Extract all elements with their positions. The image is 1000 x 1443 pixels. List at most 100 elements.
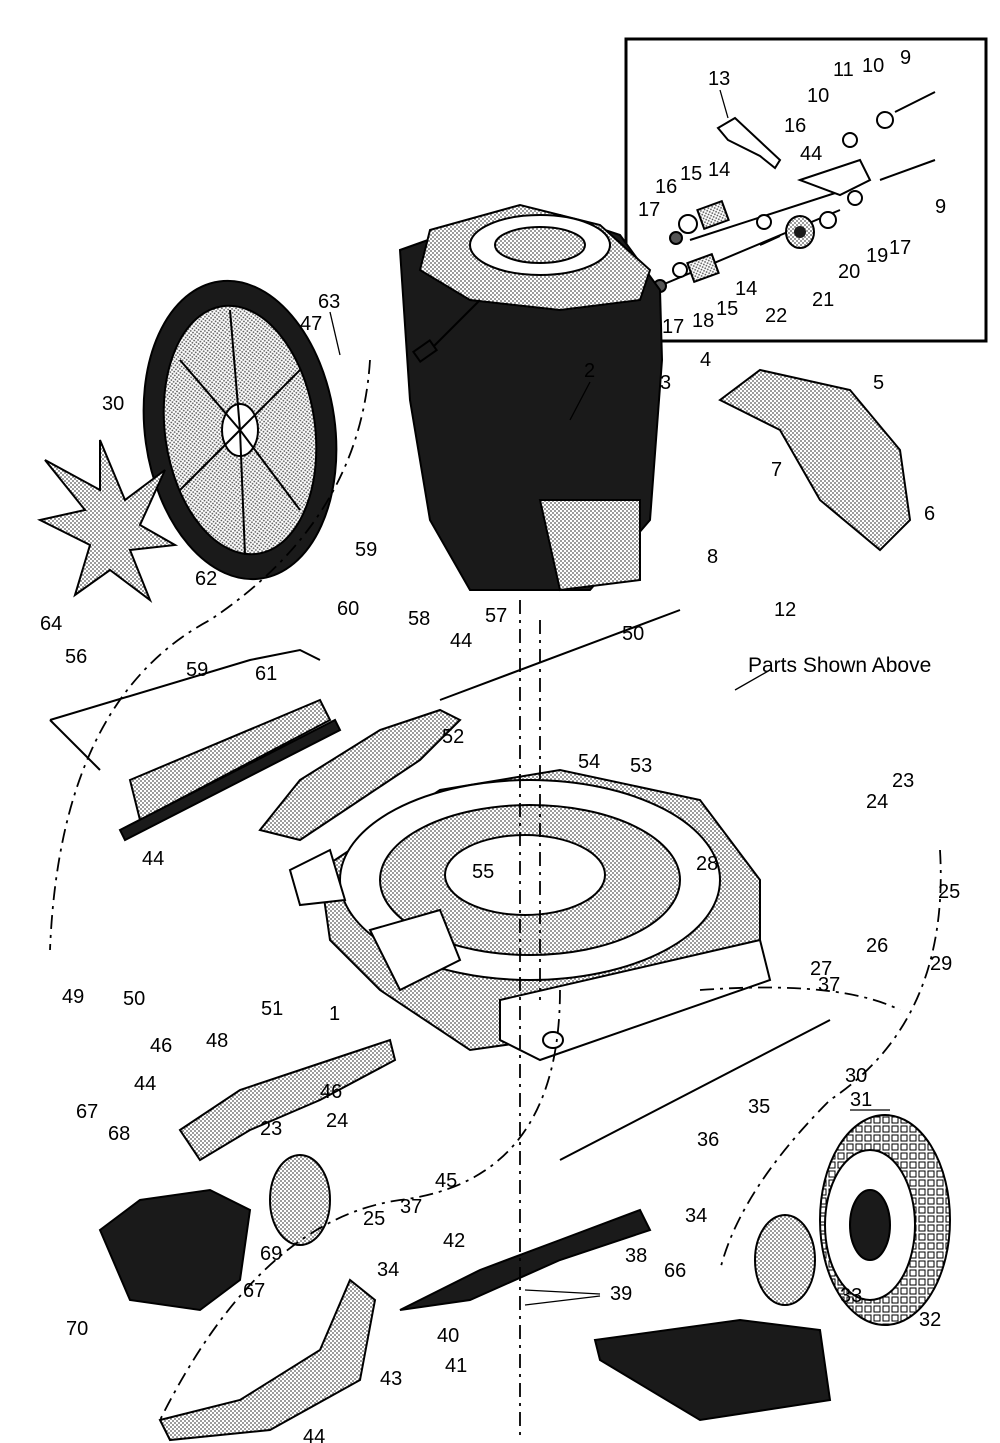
parts-shown-above-note: Parts Shown Above <box>748 654 931 677</box>
label-46b: 46 <box>320 1081 342 1103</box>
label-16b: 16 <box>655 176 677 198</box>
side-chute <box>158 1278 377 1442</box>
label-67a: 67 <box>76 1101 98 1123</box>
label-66: 66 <box>664 1260 686 1282</box>
label-55: 55 <box>472 861 494 883</box>
label-43: 43 <box>380 1368 402 1390</box>
label-59a: 59 <box>355 539 377 561</box>
label-50a: 50 <box>622 623 644 645</box>
mower-deck <box>288 768 772 1062</box>
label-17b: 17 <box>889 237 911 259</box>
label-28: 28 <box>696 853 718 875</box>
belt-guard <box>718 368 912 552</box>
label-15b: 15 <box>716 298 738 320</box>
label-33: 33 <box>840 1285 862 1307</box>
label-30a: 30 <box>102 393 124 415</box>
label-37b: 37 <box>400 1196 422 1218</box>
label-7: 7 <box>771 459 782 481</box>
rear-flap <box>178 1038 397 1162</box>
label-9b: 9 <box>935 196 946 218</box>
label-17a: 17 <box>638 199 660 221</box>
label-35: 35 <box>748 1096 770 1118</box>
label-69: 69 <box>260 1243 282 1265</box>
label-68: 68 <box>108 1123 130 1145</box>
label-42: 42 <box>443 1230 465 1252</box>
label-64: 64 <box>40 613 62 635</box>
label-31: 31 <box>850 1089 872 1111</box>
label-13: 13 <box>708 68 730 90</box>
blade <box>399 1208 652 1311</box>
hub-cap <box>37 439 179 603</box>
rear-left-wheel <box>142 279 338 581</box>
label-58: 58 <box>408 608 430 630</box>
front-right-wheel <box>819 1114 951 1326</box>
label-29: 29 <box>930 953 952 975</box>
label-11: 11 <box>833 59 854 81</box>
label-21: 21 <box>812 289 834 311</box>
guide-lines <box>49 359 942 1440</box>
label-53: 53 <box>630 755 652 777</box>
label-24a: 24 <box>866 791 888 813</box>
label-9a: 9 <box>900 47 911 69</box>
label-34b: 34 <box>685 1205 707 1227</box>
label-54: 54 <box>578 751 600 773</box>
label-25b: 25 <box>363 1208 385 1230</box>
label-39: 39 <box>610 1283 632 1305</box>
mulch-plug <box>593 1318 832 1422</box>
label-44a: 44 <box>450 630 472 652</box>
label-34a: 34 <box>377 1259 399 1281</box>
label-18: 18 <box>692 310 714 332</box>
label-25a: 25 <box>938 881 960 903</box>
label-46a: 46 <box>150 1035 172 1057</box>
label-12: 12 <box>774 599 796 621</box>
label-50b: 50 <box>123 988 145 1010</box>
discharge-chute <box>258 708 462 842</box>
label-44-inset: 44 <box>800 143 822 165</box>
label-1: 1 <box>329 1003 340 1025</box>
hubcap-left <box>269 1154 331 1246</box>
label-67b: 67 <box>243 1280 265 1302</box>
label-26: 26 <box>866 935 888 957</box>
label-37a: 37 <box>818 974 840 996</box>
label-8: 8 <box>707 546 718 568</box>
label-32: 32 <box>919 1309 941 1331</box>
label-2: 2 <box>584 360 595 382</box>
part-labels: 13 11 10 9 10 16 44 14 15 16 17 9 19 17 … <box>40 47 960 1443</box>
label-47: 47 <box>300 313 322 335</box>
rear-deflector <box>128 698 332 822</box>
label-22: 22 <box>765 305 787 327</box>
label-38: 38 <box>625 1245 647 1267</box>
label-57: 57 <box>485 605 507 627</box>
label-44d: 44 <box>303 1426 325 1443</box>
label-44c: 44 <box>134 1073 156 1095</box>
label-5: 5 <box>873 372 884 394</box>
label-19: 19 <box>866 245 888 267</box>
label-14b: 14 <box>735 278 757 300</box>
label-10b: 10 <box>807 85 829 107</box>
label-17c: 17 <box>662 316 684 338</box>
label-3: 3 <box>660 372 671 394</box>
label-41: 41 <box>445 1355 467 1377</box>
label-40: 40 <box>437 1325 459 1347</box>
label-63: 63 <box>318 291 340 313</box>
bag-cover <box>98 1188 252 1312</box>
label-23a: 23 <box>892 770 914 792</box>
label-4: 4 <box>700 349 711 371</box>
label-62: 62 <box>195 568 217 590</box>
label-59b: 59 <box>186 659 208 681</box>
label-15a: 15 <box>680 163 702 185</box>
label-10a: 10 <box>862 55 884 77</box>
engine <box>398 203 664 592</box>
inset-pulley-assembly <box>649 91 936 293</box>
label-36: 36 <box>697 1129 719 1151</box>
label-6: 6 <box>924 503 935 525</box>
label-51: 51 <box>261 998 283 1020</box>
label-20: 20 <box>838 261 860 283</box>
label-30b: 30 <box>845 1065 867 1087</box>
label-48: 48 <box>206 1030 228 1052</box>
label-23b: 23 <box>260 1118 282 1140</box>
leader-lines <box>329 89 890 1306</box>
label-56: 56 <box>65 646 87 668</box>
label-16a: 16 <box>784 115 806 137</box>
